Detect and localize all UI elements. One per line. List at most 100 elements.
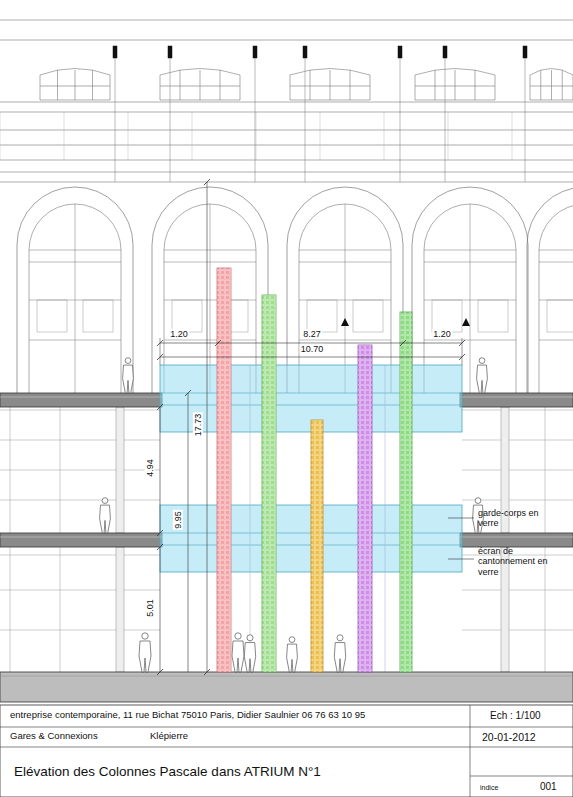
facade-line [170, 58, 171, 182]
dimension-label: 1.20 [432, 329, 452, 339]
facade-line [460, 397, 573, 398]
arch [527, 187, 573, 393]
floor-slab [0, 533, 162, 547]
pillar-mark [398, 46, 402, 58]
pillar-mark [443, 46, 447, 58]
facade-line [400, 58, 401, 182]
dim-tick [157, 544, 163, 550]
facade-line [0, 590, 160, 591]
facade-line [160, 405, 462, 406]
facade-line [290, 86, 370, 87]
dim-tick [400, 340, 406, 346]
person-figure [287, 644, 298, 672]
dim-tick [204, 179, 210, 185]
facade-line [455, 70, 456, 100]
dimension-label: 1.20 [169, 329, 189, 339]
facade-line [0, 130, 573, 131]
facade-line [545, 407, 546, 533]
facade-line [435, 70, 436, 100]
facade-line [60, 547, 61, 672]
person-head [479, 358, 485, 364]
facade-line [0, 410, 160, 411]
facade-line [350, 70, 351, 100]
upper-window [40, 69, 110, 101]
leader-line [448, 518, 474, 519]
facade-line [448, 112, 449, 160]
window-panel [307, 300, 337, 332]
facade-line [75, 70, 76, 100]
window-panel [547, 300, 573, 332]
person-figure [139, 641, 151, 672]
facade-line [0, 397, 162, 398]
facade-line [10, 547, 11, 672]
title-block-field: indice [480, 784, 498, 792]
person-head [102, 498, 108, 504]
person-head [125, 358, 131, 364]
facade-line [40, 86, 110, 87]
dimension-line [207, 182, 208, 672]
facade-line [384, 112, 385, 160]
facade-line [0, 102, 573, 103]
facade-line [164, 262, 256, 263]
dimension-line [188, 393, 189, 672]
window-panel [172, 300, 202, 332]
facade-line [539, 250, 573, 251]
column-texture [358, 345, 372, 672]
facade-line [0, 20, 573, 21]
facade-line [10, 407, 11, 533]
facade-line [462, 590, 573, 591]
facade-line [160, 393, 462, 394]
upper-window [290, 69, 370, 101]
facade-line [540, 70, 541, 100]
facade-line [424, 340, 516, 341]
facade-line [92, 70, 93, 100]
dim-tick [157, 669, 163, 675]
dimension-label: 4.94 [145, 458, 155, 478]
upper-window [415, 69, 495, 101]
dimension-label: 9.95 [173, 510, 183, 530]
title-rule [470, 705, 471, 797]
dimension-label: 10.70 [300, 344, 325, 354]
floor-slab [0, 393, 162, 407]
dimension-label: 5.01 [145, 598, 155, 618]
facade-line [128, 112, 129, 160]
facade-line [299, 340, 391, 341]
facade-line [29, 262, 121, 263]
facade-line [0, 145, 573, 146]
level-marker [462, 318, 470, 326]
level-marker [341, 318, 349, 326]
facade-line [530, 86, 573, 87]
ground-slab [0, 672, 573, 702]
person-figure [477, 365, 488, 393]
dimension-line [160, 357, 462, 358]
person-figure [244, 643, 255, 672]
facade-line [385, 365, 386, 672]
facade-line [462, 410, 573, 411]
pillar-mark [168, 46, 172, 58]
person-figure [232, 641, 244, 672]
facade-line [310, 70, 311, 100]
pascale-column [262, 295, 276, 672]
title-block-field: entreprise contemporaine, 11 rue Bichat … [10, 710, 365, 721]
upper-window [530, 69, 573, 101]
arch [17, 187, 133, 393]
title-rule [470, 776, 573, 777]
facade-line [525, 58, 526, 182]
title-block-field: 20-01-2012 [482, 731, 536, 743]
drawing-title: Elévation des Colonnes Pascale dans ATRI… [14, 764, 321, 780]
title-block [0, 705, 573, 797]
person-figure [334, 643, 345, 672]
column-texture [400, 312, 412, 672]
pascale-column [400, 312, 412, 672]
support-pillar [116, 547, 124, 672]
facade-line [0, 160, 573, 161]
facade-line [75, 204, 76, 393]
facade-line [415, 86, 495, 87]
facade-line [475, 70, 476, 100]
facade-line [64, 112, 65, 160]
window-panel [37, 300, 67, 332]
arch [412, 187, 528, 393]
pascale-column [358, 345, 372, 672]
window-panel [478, 300, 508, 332]
